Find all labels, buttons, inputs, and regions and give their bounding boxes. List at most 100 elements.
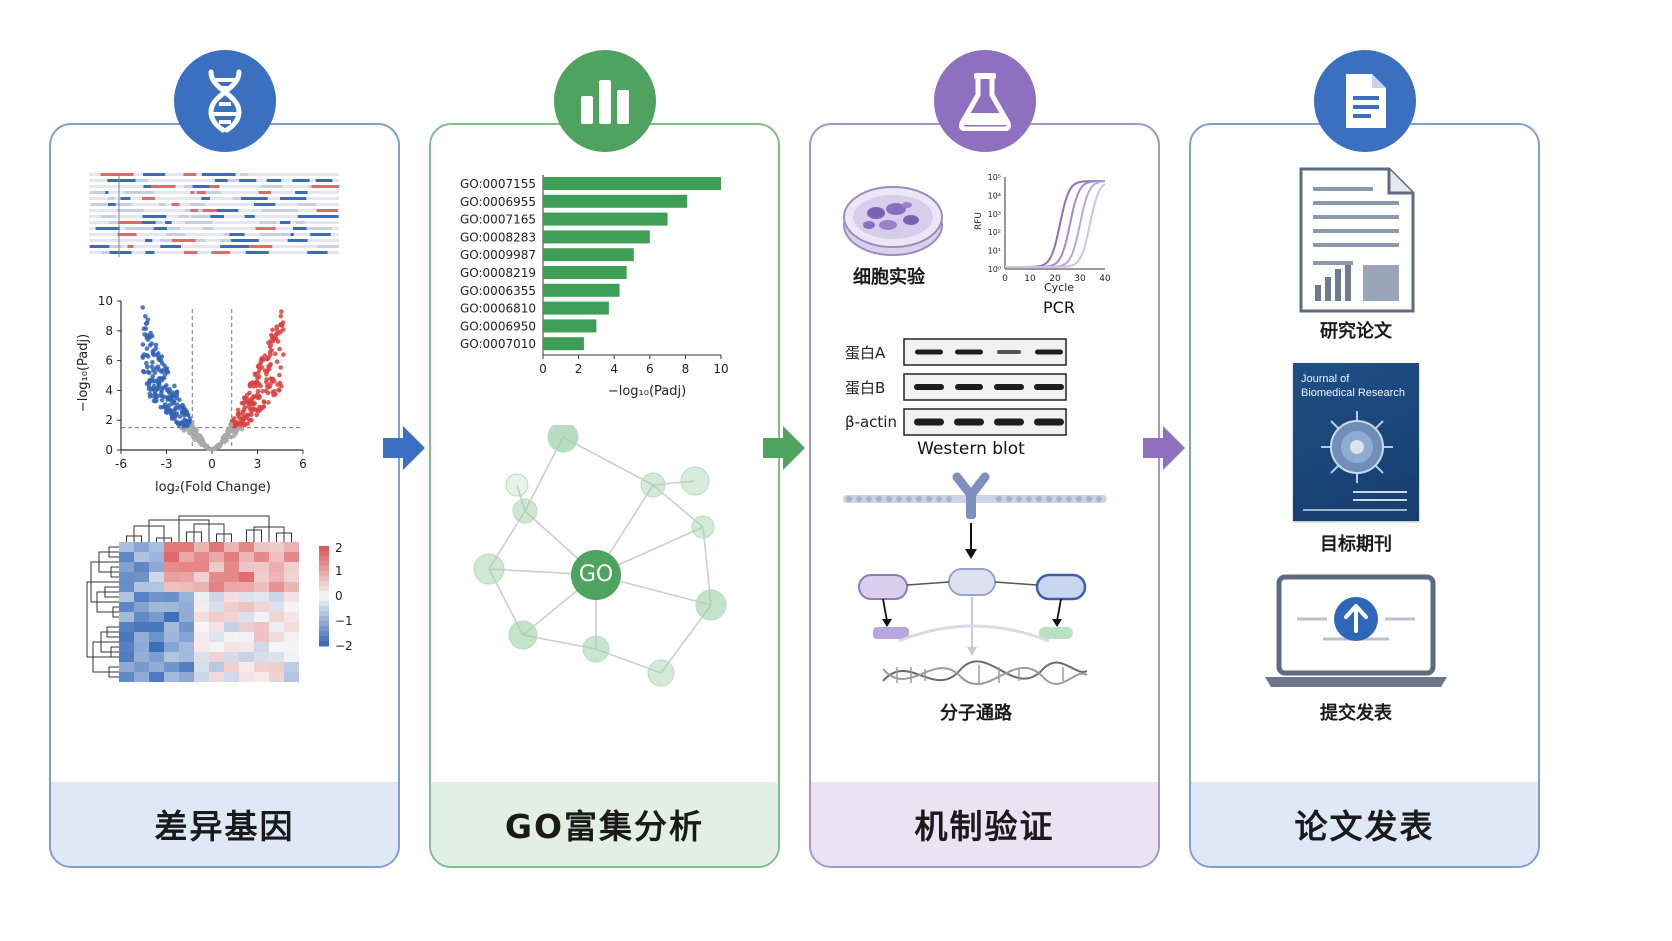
heatmap-cell xyxy=(134,542,149,552)
volcano-point xyxy=(145,354,151,359)
strip-segment xyxy=(196,191,206,194)
volcano-point xyxy=(164,383,169,388)
strip-segment xyxy=(142,215,167,218)
strip-segment xyxy=(293,239,308,242)
heatmap-cell xyxy=(209,562,224,572)
laptop-upload-icon xyxy=(1265,574,1447,687)
network-node xyxy=(505,473,529,497)
heatmap-cell xyxy=(134,662,149,672)
strip-segment xyxy=(192,185,210,188)
heatmap-cell xyxy=(149,582,164,592)
volcano-point xyxy=(193,427,199,432)
volcano-point xyxy=(153,342,159,348)
pcr-ylabel: RFU xyxy=(974,212,984,230)
heatmap-legend-band xyxy=(319,591,329,597)
journal-name-line1: Journal of xyxy=(1301,373,1350,385)
volcano-point xyxy=(164,410,170,416)
heatmap-legend-band xyxy=(319,596,329,602)
heatmap-cell xyxy=(149,602,164,612)
strip-segment xyxy=(183,173,197,176)
heatmap-cell xyxy=(254,562,269,572)
go-bar-chart: −log₁₀(Padj) GO:0007155GO:0006955GO:0007… xyxy=(460,175,729,399)
volcano-point xyxy=(192,437,197,442)
heatmap-legend-band xyxy=(319,626,329,632)
strip-segment xyxy=(266,179,282,182)
heatmap-legend-band xyxy=(319,586,329,592)
network-edge xyxy=(652,480,696,486)
heatmap-cell xyxy=(284,552,299,562)
heatmap-cell xyxy=(149,672,164,682)
volcano-point xyxy=(255,395,260,400)
heatmap-cell xyxy=(254,662,269,672)
volcano-point xyxy=(199,442,205,447)
heatmap-cell xyxy=(194,552,209,562)
heatmap-cell xyxy=(239,562,254,572)
volcano-point xyxy=(266,340,271,346)
strip-segment xyxy=(234,245,249,248)
volcano-point xyxy=(147,370,152,376)
go-bar xyxy=(543,337,584,351)
network-node xyxy=(640,472,666,498)
panel-title-publication: 论文发表 xyxy=(1191,782,1538,866)
volcano-point xyxy=(144,346,150,351)
heatmap-cell xyxy=(179,652,194,662)
heatmap-cell xyxy=(284,642,299,652)
heatmap-cell xyxy=(164,632,179,642)
volcano-point xyxy=(171,398,177,404)
heatmap-legend-label: 1 xyxy=(335,564,343,578)
strip-segment xyxy=(292,179,310,182)
heatmap-cell xyxy=(179,552,194,562)
volcano-point xyxy=(269,380,274,386)
go-category-label: GO:0008283 xyxy=(460,230,536,244)
volcano-point xyxy=(159,387,164,393)
volcano-point xyxy=(249,412,254,417)
volcano-point xyxy=(232,416,237,421)
heatmap-cell xyxy=(224,672,239,682)
heatmap-cell xyxy=(209,662,224,672)
cover-line xyxy=(1353,491,1407,493)
virus-illustration-icon xyxy=(1321,411,1393,483)
blot-band xyxy=(954,418,984,426)
heatmap-cell xyxy=(269,652,284,662)
heatmap-legend-band xyxy=(319,551,329,557)
heatmap-cell xyxy=(239,552,254,562)
strip-segment xyxy=(158,203,166,206)
volcano-point xyxy=(167,386,172,392)
pathway-label: 分子通路 xyxy=(940,703,1012,724)
volcano-point xyxy=(194,433,200,439)
strip-segment xyxy=(195,239,206,242)
heatmap-cell xyxy=(209,552,224,562)
volcano-point xyxy=(148,330,153,336)
volcano-point xyxy=(276,387,282,393)
western-blot-label: Western blot xyxy=(917,439,1025,459)
strip-segment xyxy=(116,173,134,176)
heatmap-cell xyxy=(164,542,179,552)
heatmap-cell xyxy=(284,662,299,672)
heatmap-cell xyxy=(119,592,134,602)
go-category-label: GO:0006355 xyxy=(460,284,536,298)
network-center-node xyxy=(571,550,621,600)
heatmap-legend-band xyxy=(319,581,329,587)
blot-band xyxy=(955,384,983,390)
heatmap-cell xyxy=(209,652,224,662)
strip-segment xyxy=(201,197,209,200)
volcano-point xyxy=(140,342,146,347)
volcano-point xyxy=(172,383,177,389)
heatmap-legend-label: 2 xyxy=(335,541,343,555)
heatmap-cell xyxy=(239,652,254,662)
volcano-point xyxy=(208,446,213,452)
heatmap-cell xyxy=(149,542,164,552)
volcano-point xyxy=(256,374,262,379)
volcano-ytick-label: 2 xyxy=(105,413,113,427)
volcano-point xyxy=(162,404,168,409)
volcano-xlabel: log₂(Fold Change) xyxy=(155,480,271,495)
heatmap-cell xyxy=(284,622,299,632)
heatmap-cell xyxy=(134,632,149,642)
volcano-point xyxy=(281,352,286,357)
strip-segment xyxy=(108,221,119,224)
volcano-point xyxy=(266,400,271,405)
heatmap-cell xyxy=(239,672,254,682)
heatmap-legend-band xyxy=(319,616,329,622)
go-xtick-label: 2 xyxy=(575,362,583,376)
strip-segment xyxy=(232,197,241,200)
